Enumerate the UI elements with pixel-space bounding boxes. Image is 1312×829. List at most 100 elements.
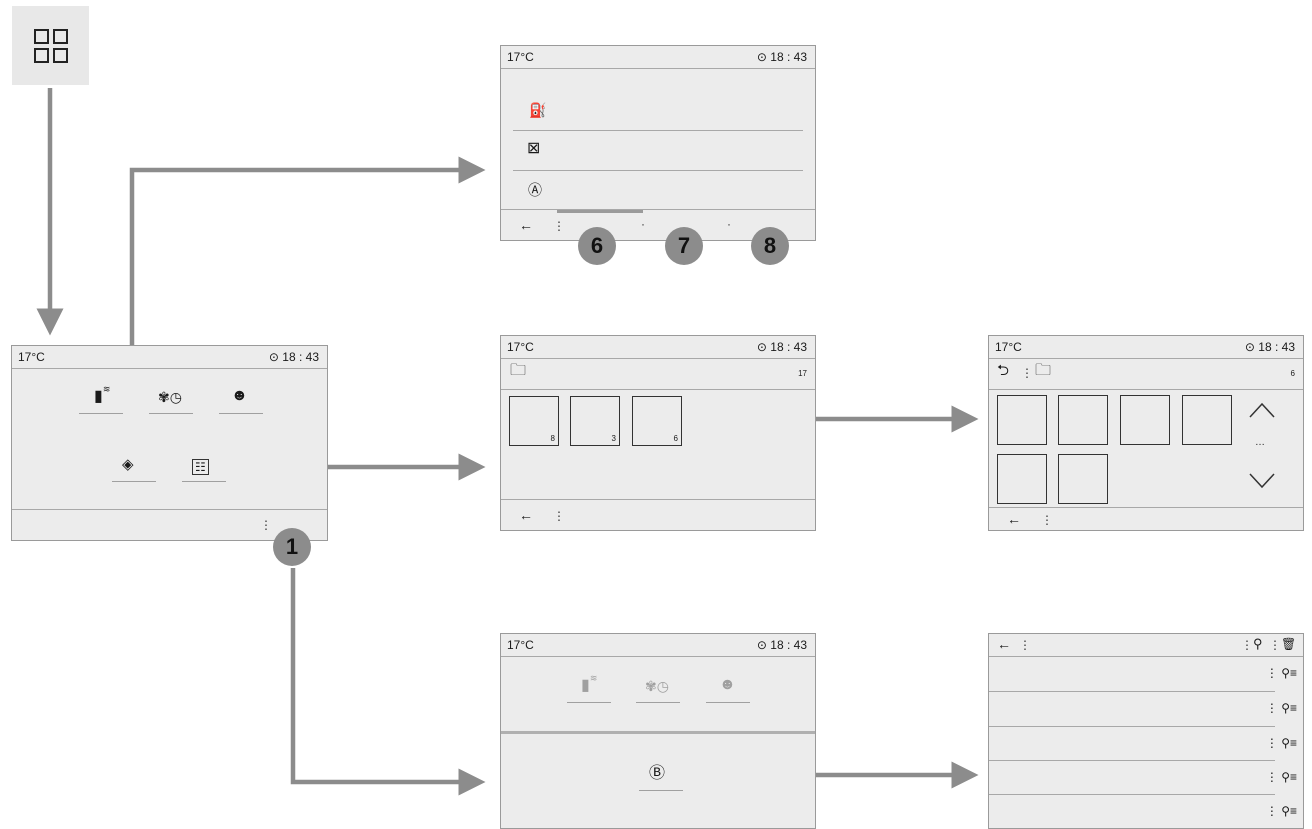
- air-freshener-underline: [79, 413, 123, 414]
- more-options[interactable]: ⋮: [1241, 638, 1253, 652]
- menu-button[interactable]: [12, 6, 89, 85]
- callout-8: 8: [751, 227, 789, 265]
- status-bar: 17°C ⊙ 18 : 43: [501, 336, 815, 359]
- folder-count: 17: [798, 369, 807, 378]
- row-divider: [989, 691, 1275, 692]
- bluetooth-icon[interactable]: Ⓑ: [649, 765, 666, 782]
- contact-card-icon[interactable]: ☷: [192, 459, 209, 475]
- callout-6: 6: [578, 227, 616, 265]
- status-bar: 17°C ⊙ 18 : 43: [501, 46, 815, 69]
- header-divider: [501, 389, 815, 390]
- grid-tile[interactable]: [1120, 395, 1170, 445]
- toolbar: ← ⋮ ⋮ ⚲ ⋮ 🗑: [989, 634, 1303, 657]
- bottom-bar: ← ⋮ · ·: [501, 209, 815, 240]
- more-options[interactable]: ⋮: [553, 509, 565, 523]
- driver-light-icon: ☻: [719, 676, 736, 693]
- gps-icon: ⊙: [268, 350, 279, 364]
- grid-screen: 17°C ⊙ 18 : 43 ⮌ ⋮ 🗀 6 … ← ⋮: [988, 335, 1304, 531]
- fuel-screen: 17°C ⊙ 18 : 43 ⛽ ⊠ Ⓐ ← ⋮ · ·: [500, 45, 816, 241]
- bottom-bar: ⋮: [12, 509, 327, 540]
- auto-stop-start-icon[interactable]: Ⓐ: [528, 182, 542, 198]
- fuel-cap-icon[interactable]: ⊠: [527, 140, 541, 157]
- row-divider: [989, 794, 1275, 795]
- folder-icon[interactable]: 🗀: [1035, 362, 1052, 379]
- arrow-callout-to-bluetooth: [290, 568, 486, 796]
- more-options[interactable]: ⋮: [1269, 638, 1281, 652]
- more-options[interactable]: ⋮: [1021, 366, 1033, 380]
- sound-icon[interactable]: ◈: [122, 456, 134, 473]
- grid-tile[interactable]: [1182, 395, 1232, 445]
- chevron-down-icon[interactable]: [1249, 473, 1275, 489]
- back-arrow-icon[interactable]: ←: [1007, 511, 1021, 527]
- temperature-label: 17°C: [18, 350, 45, 364]
- grid-tile[interactable]: [997, 395, 1047, 445]
- device-list-screen: ← ⋮ ⋮ ⚲ ⋮ 🗑 ⋮ ⚲≡ ⋮ ⚲≡ ⋮ ⚲≡ ⋮ ⚲≡ ⋮ ⚲≡: [988, 633, 1304, 829]
- fan-timer-underline: [636, 702, 680, 703]
- return-icon[interactable]: ⮌: [997, 362, 1010, 379]
- tab-dot: ·: [641, 217, 645, 231]
- fan-timer-icon[interactable]: ✾◷: [158, 389, 182, 405]
- bottom-bar: ← ⋮: [989, 507, 1303, 530]
- contacts-underline: [182, 481, 226, 482]
- callout-1: 1: [273, 528, 311, 566]
- gps-icon: ⊙: [756, 340, 767, 354]
- air-freshener-icon[interactable]: ▮≋: [94, 384, 111, 405]
- profile-list-icon: ⚲≡: [1281, 804, 1297, 818]
- clock: ⊙ 18 : 43: [756, 638, 807, 652]
- tab-dot: ·: [727, 217, 731, 231]
- grid-tile[interactable]: [1058, 454, 1108, 504]
- page-ellipsis: …: [1255, 437, 1265, 448]
- list-item[interactable]: ⋮ ⚲≡: [1265, 736, 1297, 750]
- more-options[interactable]: ⋮: [260, 518, 272, 532]
- gps-icon: ⊙: [756, 638, 767, 652]
- folder-tile[interactable]: 3: [570, 396, 620, 446]
- driver-light-underline: [706, 702, 750, 703]
- folder-tile[interactable]: 6: [632, 396, 682, 446]
- profile-list-icon: ⚲≡: [1281, 736, 1297, 750]
- folder-tile[interactable]: 8: [509, 396, 559, 446]
- clock: ⊙ 18 : 43: [756, 50, 807, 64]
- more-options[interactable]: ⋮: [1019, 638, 1031, 652]
- clock: ⊙ 18 : 43: [1244, 340, 1295, 354]
- driver-light-underline: [219, 413, 263, 414]
- trash-icon[interactable]: 🗑: [1281, 637, 1297, 651]
- fuel-pump-icon[interactable]: ⛽: [529, 102, 547, 118]
- more-options[interactable]: ⋮: [553, 219, 565, 233]
- active-tab-indicator: [557, 210, 643, 213]
- list-item[interactable]: ⋮ ⚲≡: [1265, 804, 1297, 818]
- folder-count: 6: [1290, 369, 1295, 378]
- clock: ⊙ 18 : 43: [268, 350, 319, 364]
- profile-list-icon: ⚲≡: [1281, 770, 1297, 784]
- row-divider: [513, 130, 803, 131]
- list-item[interactable]: ⋮ ⚲≡: [1265, 666, 1297, 680]
- clock: ⊙ 18 : 43: [756, 340, 807, 354]
- grid-tile[interactable]: [997, 454, 1047, 504]
- grid-tile[interactable]: [1058, 395, 1108, 445]
- gps-icon: ⊙: [1244, 340, 1255, 354]
- search-icon[interactable]: ⚲: [1253, 636, 1263, 651]
- back-arrow-icon[interactable]: ←: [519, 507, 533, 523]
- home-screen: 17°C ⊙ 18 : 43 ▮≋ ✾◷ ☻ ◈ ☷ ⋮: [11, 345, 328, 541]
- chevron-up-icon[interactable]: [1249, 402, 1275, 418]
- fan-timer-underline: [149, 413, 193, 414]
- driver-light-icon[interactable]: ☻: [231, 387, 248, 404]
- folder-icon[interactable]: 🗀: [510, 362, 527, 379]
- fan-timer-icon: ✾◷: [645, 678, 669, 694]
- bottom-bar: ← ⋮: [501, 499, 815, 530]
- callout-7: 7: [665, 227, 703, 265]
- back-arrow-icon[interactable]: ←: [519, 217, 533, 233]
- status-bar: 17°C ⊙ 18 : 43: [501, 634, 815, 657]
- row-divider: [989, 726, 1275, 727]
- profile-list-icon: ⚲≡: [1281, 701, 1297, 715]
- more-options[interactable]: ⋮: [1041, 513, 1053, 527]
- row-divider: [989, 760, 1275, 761]
- profile-list-icon: ⚲≡: [1281, 666, 1297, 680]
- panel-divider: [501, 731, 815, 734]
- list-item[interactable]: ⋮ ⚲≡: [1265, 770, 1297, 784]
- list-item[interactable]: ⋮ ⚲≡: [1265, 701, 1297, 715]
- grid-icon: [34, 29, 68, 63]
- bluetooth-underline: [639, 790, 683, 791]
- status-bar: 17°C ⊙ 18 : 43: [989, 336, 1303, 359]
- sound-underline: [112, 481, 156, 482]
- back-arrow-icon[interactable]: ←: [997, 636, 1011, 652]
